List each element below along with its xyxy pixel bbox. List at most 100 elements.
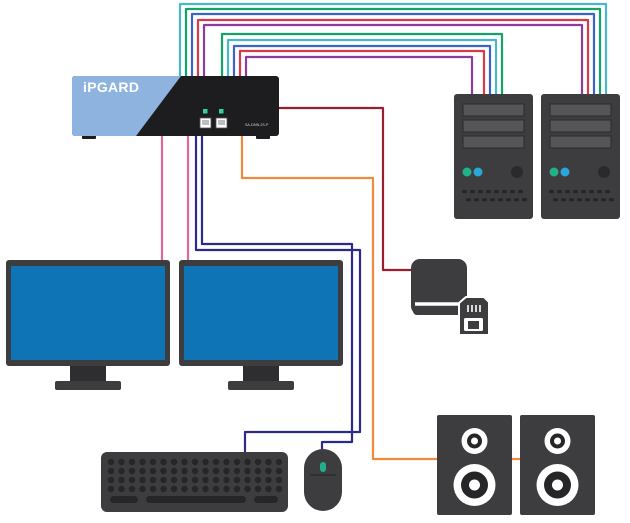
- cable-navy-mouse: [200, 134, 354, 452]
- speaker-1: [437, 415, 512, 515]
- vent-slot: [601, 198, 606, 202]
- kvm-switch: iPGARD SA-DMN-2S-P: [72, 76, 279, 139]
- keyboard-key: [212, 458, 220, 466]
- vent-slot: [553, 198, 558, 202]
- keyboard-key: [149, 458, 157, 466]
- keyboard-key: [128, 467, 136, 475]
- keyboard-key: [212, 467, 220, 475]
- power-button: [511, 166, 523, 178]
- keyboard-key: [233, 476, 241, 484]
- keyboard-key: [128, 458, 136, 466]
- keyboard-key: [139, 476, 146, 484]
- keyboard-key: [149, 485, 157, 493]
- keyboard-key: [191, 485, 199, 493]
- power-button: [598, 166, 610, 178]
- mouse-body: [304, 449, 342, 511]
- keyboard-key: [265, 485, 272, 493]
- keyboard-key: [212, 476, 220, 484]
- keyboard-key: [160, 458, 167, 466]
- vent-slot: [502, 190, 507, 194]
- vent-slot: [605, 190, 610, 194]
- power-led-green: [549, 167, 559, 177]
- keyboard-key: [128, 476, 136, 484]
- keyboard-key: [212, 485, 220, 493]
- cable-red-far: [196, 18, 590, 100]
- keyboard-key: [170, 476, 178, 484]
- keyboard-key: [128, 485, 136, 493]
- drive-bay: [462, 135, 525, 149]
- computer-1: [454, 94, 533, 219]
- cable-navy-keyboard: [194, 134, 362, 455]
- keyboard-spacebar: [146, 496, 246, 503]
- vent-slot: [557, 190, 562, 194]
- keyboard-key: [139, 467, 146, 475]
- keyboard-key: [265, 467, 272, 475]
- monitor-2: [179, 260, 343, 390]
- monitor-screen: [184, 266, 338, 360]
- vent-slot: [518, 190, 523, 194]
- keyboard-key: [139, 458, 146, 466]
- mouse-scroll-wheel: [320, 462, 326, 472]
- keyboard-key: [254, 467, 262, 475]
- drive-bay: [462, 103, 525, 117]
- keyboard-key: [107, 467, 115, 475]
- vent-slot: [470, 190, 475, 194]
- keyboard-key: [244, 458, 251, 466]
- kvm-led-1: [203, 109, 208, 114]
- vent-slot: [573, 190, 578, 194]
- power-led-green: [462, 167, 472, 177]
- cable-green-near: [220, 32, 504, 100]
- cable-teal-far: [178, 2, 608, 100]
- vent-slot: [466, 198, 471, 202]
- vent-slot: [490, 198, 495, 202]
- vent-slot: [597, 190, 602, 194]
- keyboard-key: [223, 476, 230, 484]
- vent-slot: [498, 198, 503, 202]
- vent-slot: [486, 190, 491, 194]
- keyboard-key: [254, 458, 262, 466]
- monitor-base: [55, 381, 121, 390]
- keyboard-key: [149, 467, 157, 475]
- cable-purple-near: [244, 55, 474, 100]
- vent-slot: [585, 198, 590, 202]
- power-led-blue: [560, 167, 570, 177]
- keyboard-key: [275, 476, 283, 484]
- cable-blue-far: [190, 12, 596, 100]
- monitor-screen: [11, 266, 165, 360]
- card-reader-body: [411, 259, 467, 315]
- keyboard-key: [202, 476, 209, 484]
- vent-slot: [577, 198, 582, 202]
- keyboard-key: [170, 485, 178, 493]
- keyboard-key: [181, 467, 188, 475]
- vent-slot: [474, 198, 479, 202]
- vent-slot: [593, 198, 598, 202]
- keyboard: [101, 452, 288, 512]
- vent-slot: [561, 198, 566, 202]
- keyboard-key: [181, 485, 188, 493]
- keyboard-key: [170, 467, 178, 475]
- keyboard-key: [181, 458, 188, 466]
- card-reader: [411, 259, 490, 336]
- vent-slot: [522, 198, 527, 202]
- keyboard-key: [233, 485, 241, 493]
- keyboard-key: [191, 467, 199, 475]
- drive-bay: [462, 119, 525, 133]
- vent-slot: [494, 190, 499, 194]
- keyboard-key: [170, 458, 178, 466]
- vent-slot: [569, 198, 574, 202]
- keyboard-key: [254, 476, 262, 484]
- keyboard-key: [202, 467, 209, 475]
- power-led-blue: [473, 167, 483, 177]
- vent-slot: [609, 198, 614, 202]
- drive-bay: [549, 103, 612, 117]
- keyboard-keys: [107, 458, 283, 503]
- keyboard-key: [160, 485, 167, 493]
- keyboard-key: [118, 485, 125, 493]
- drive-bay: [549, 119, 612, 133]
- vent-slot: [565, 190, 570, 194]
- keyboard-key: [254, 485, 262, 493]
- cable-blue-near: [232, 44, 492, 100]
- monitor-1: [6, 260, 170, 390]
- keyboard-key: [118, 467, 125, 475]
